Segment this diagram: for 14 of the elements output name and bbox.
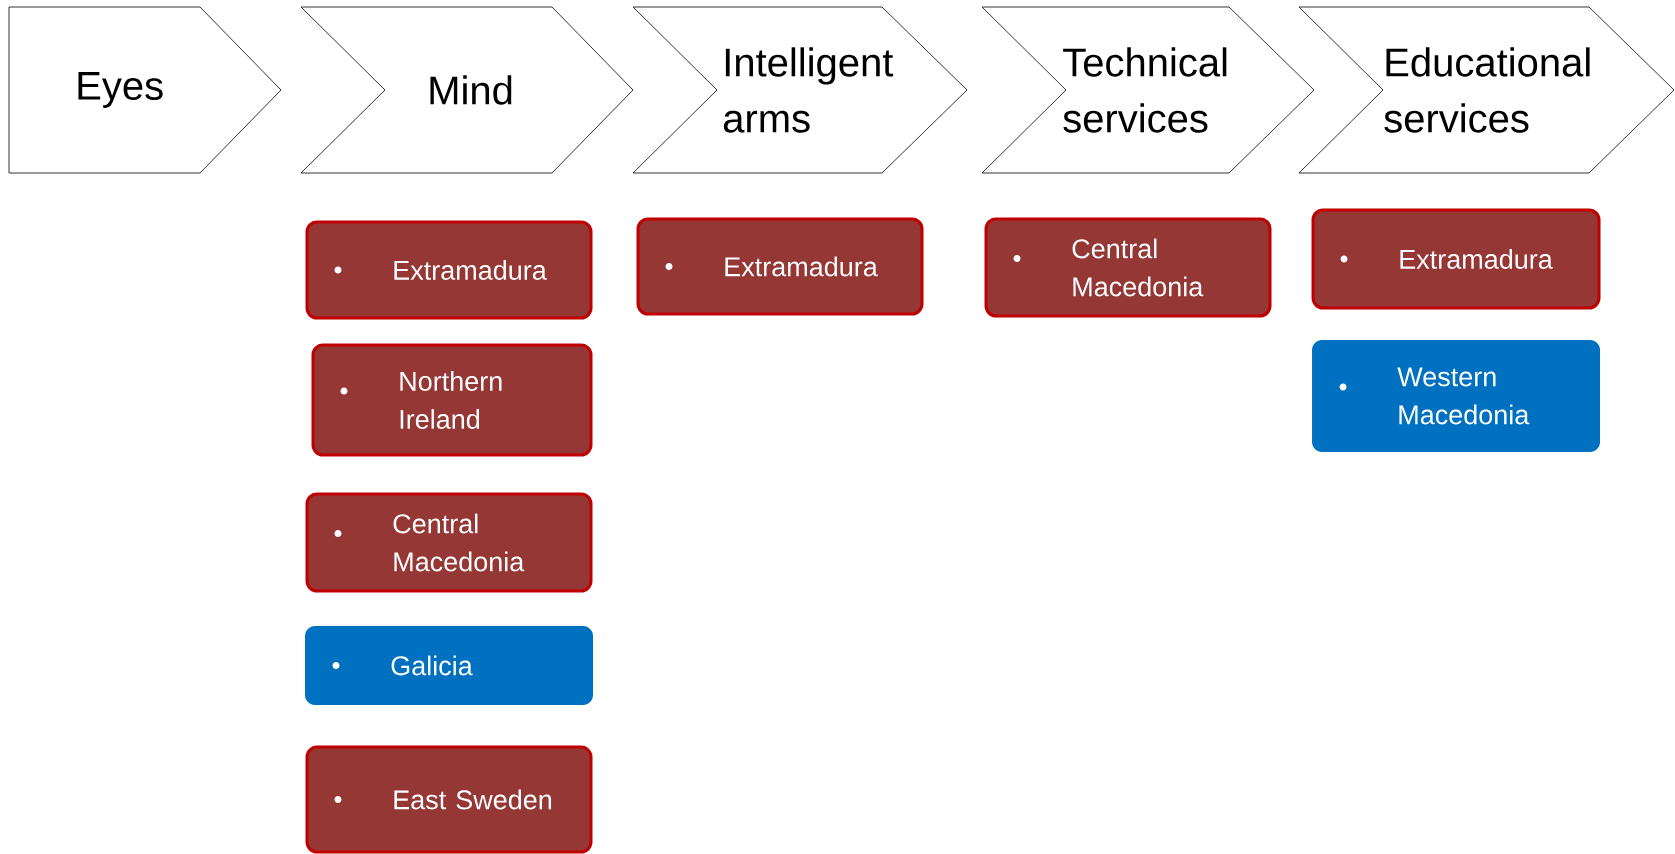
bullet-box: Central Macedonia <box>984 217 1272 318</box>
bullet-box: Northern Ireland <box>311 343 593 457</box>
bullet-box: Extramadura <box>1311 208 1601 310</box>
process-step: Eyes <box>8 6 282 174</box>
process-step: Mind <box>300 6 634 174</box>
process-step: Educational services <box>1298 6 1675 174</box>
bullet-box: Galicia <box>305 626 593 705</box>
bullet-box: Extramadura <box>305 220 593 320</box>
bullet-box: Western Macedonia <box>1312 340 1600 452</box>
process-step: Technical services <box>981 6 1315 174</box>
bullet-box: Extramadura <box>636 217 924 316</box>
process-step: Intelligent arms <box>632 6 968 174</box>
bullet-box: Central Macedonia <box>305 492 593 593</box>
bullet-box: East Sweden <box>305 745 593 854</box>
